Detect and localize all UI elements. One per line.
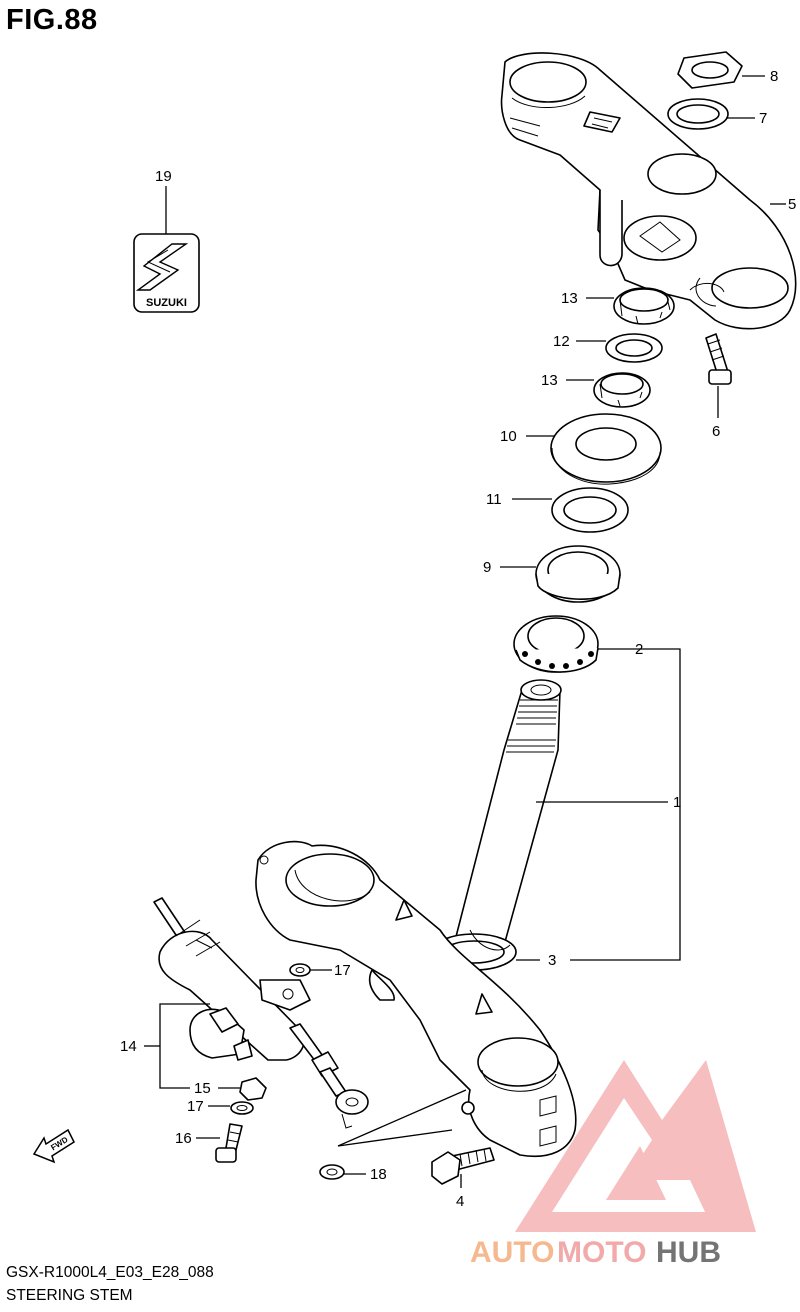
- callout-3: 3: [548, 952, 556, 969]
- callout-19: 19: [155, 168, 172, 185]
- callout-16: 16: [175, 1130, 192, 1147]
- part-18-washer: [319, 1164, 345, 1180]
- callout-2: 2: [635, 641, 643, 658]
- callout-14: 14: [120, 1038, 137, 1055]
- part-6-bolt: [705, 333, 732, 385]
- watermark-auto: AUTO: [470, 1236, 554, 1269]
- part-11-washer: [551, 487, 629, 533]
- emblem-text: SUZUKI: [146, 297, 187, 309]
- figure-code: GSX-R1000L4_E03_E28_088: [6, 1264, 214, 1281]
- part-8-nut: [677, 51, 743, 89]
- part-17-upper-washer: [289, 963, 311, 977]
- lower-bracket: [255, 840, 577, 1157]
- watermark-logo: [515, 1060, 756, 1232]
- watermark-hub: HUB: [656, 1236, 721, 1269]
- callout-18: 18: [370, 1166, 387, 1183]
- callout-17-lower: 17: [187, 1098, 204, 1115]
- callout-15: 15: [194, 1080, 211, 1097]
- part-9-race: [535, 545, 621, 603]
- part-7-washer: [667, 98, 729, 130]
- callout-10: 10: [500, 428, 517, 445]
- part-2-bearing: [513, 615, 599, 673]
- part-15-nut: [239, 1077, 267, 1101]
- callout-13-lower: 13: [541, 372, 558, 389]
- figure-caption: STEERING STEM: [6, 1287, 133, 1304]
- callout-9: 9: [483, 559, 491, 576]
- part-16-bolt: [215, 1123, 243, 1163]
- part-17-lower-washer: [230, 1101, 254, 1115]
- part-19-emblem: SUZUKI: [133, 233, 200, 313]
- callout-4: 4: [456, 1193, 464, 1210]
- callout-5: 5: [788, 196, 796, 213]
- callout-12: 12: [553, 333, 570, 350]
- watermark-moto: MOTO: [557, 1236, 646, 1269]
- part-12-washer: [605, 333, 663, 363]
- part-4-bolt: [431, 1147, 495, 1185]
- callout-8: 8: [770, 68, 778, 85]
- part-5-upper-bracket: [500, 52, 797, 330]
- callout-labels: 19 8 7 5 13 12 13 6 10 11 9 2 1 3 17 14 …: [120, 68, 796, 1210]
- part-13-lower-locknut: [593, 372, 651, 408]
- fwd-arrow-icon: FWD: [32, 1128, 75, 1164]
- part-14-steering-damper: [153, 897, 369, 1129]
- watermark-text: AUTO MOTO HUB: [470, 1236, 721, 1269]
- part-10-dust-seal: [550, 413, 662, 485]
- part-13-upper-locknut: [613, 287, 675, 325]
- callout-13-upper: 13: [561, 290, 578, 307]
- figure-title: FIG.88: [6, 4, 98, 36]
- callout-1: 1: [673, 794, 681, 811]
- part-1-steering-stem: [449, 679, 562, 961]
- callout-11: 11: [486, 491, 502, 508]
- leader-lines: [144, 75, 786, 1188]
- callout-7: 7: [759, 110, 767, 127]
- callout-17-upper: 17: [334, 962, 351, 979]
- callout-6: 6: [712, 423, 720, 440]
